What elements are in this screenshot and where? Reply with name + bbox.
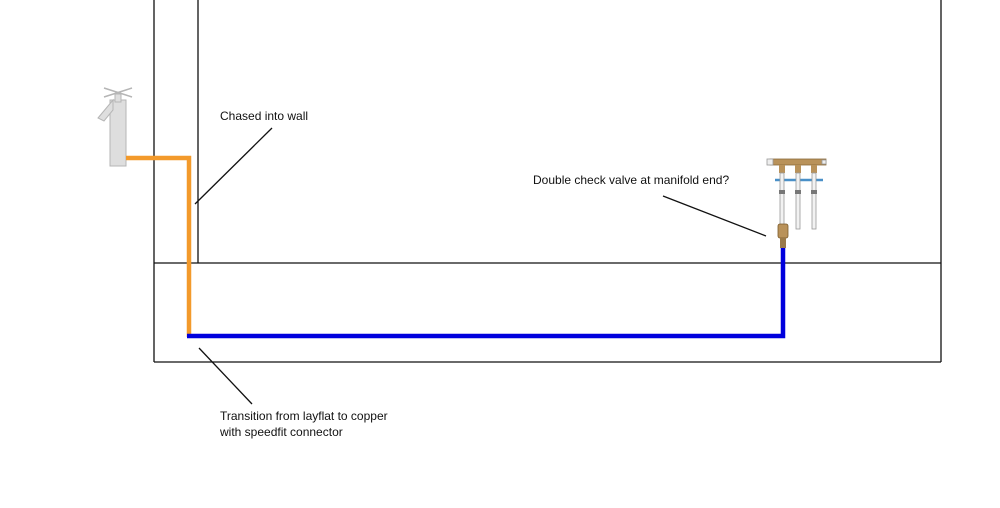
layflat-pipe xyxy=(187,248,786,339)
check-valve-label: Double check valve at manifold end? xyxy=(533,173,730,187)
leader-line-chased xyxy=(194,127,273,205)
outdoor-tap-icon xyxy=(97,87,133,167)
leader-line-transition xyxy=(198,347,253,405)
wall-outline xyxy=(153,0,942,363)
transition-label-line-2: with speedfit connector xyxy=(220,425,343,439)
manifold-icon xyxy=(766,158,827,230)
leader-line-valve xyxy=(662,195,767,237)
check-valve-icon xyxy=(777,223,789,248)
chased-into-wall-label: Chased into wall xyxy=(220,109,309,123)
copper-pipe xyxy=(126,155,192,337)
transition-label-line-1: Transition from layflat to copper xyxy=(220,409,388,423)
transition-label: Transition from layflat to copper with s… xyxy=(220,408,388,440)
